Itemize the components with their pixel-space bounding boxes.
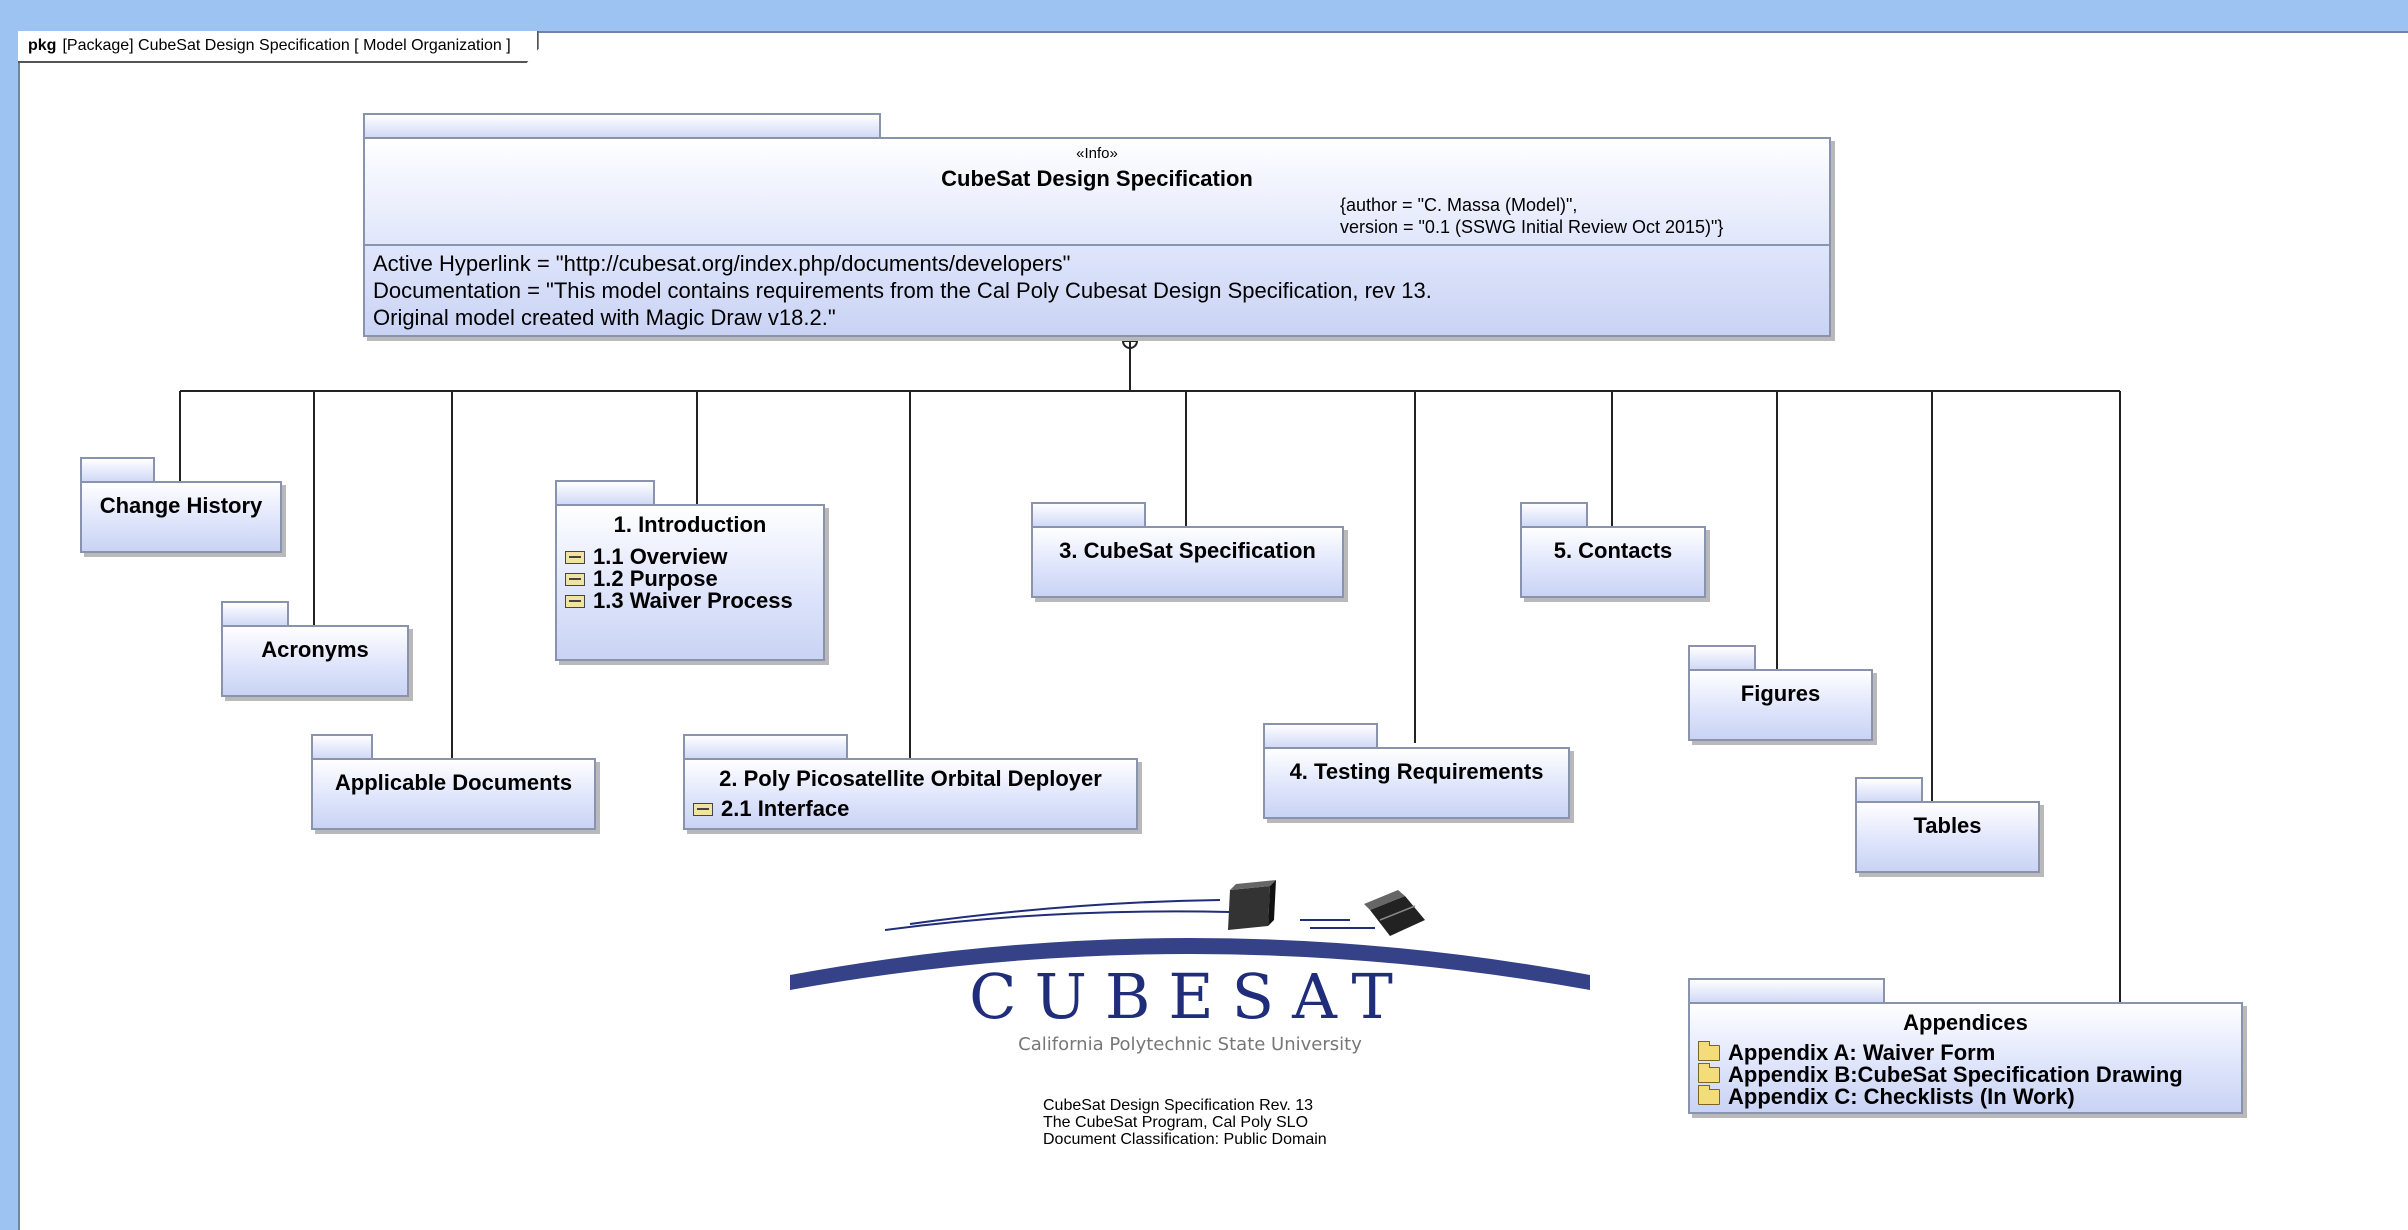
- package-name: 4. Testing Requirements: [1289, 759, 1544, 784]
- package-name: Figures: [1740, 681, 1821, 706]
- footer-line: The CubeSat Program, Cal Poly SLO: [1043, 1114, 1309, 1131]
- package-name: Tables: [1913, 813, 1982, 838]
- package-name: Appendices: [1903, 1010, 2028, 1035]
- package-ppod[interactable]: 2. Poly Picosatellite Orbital Deployer 2…: [683, 758, 1138, 830]
- package-name: 2. Poly Picosatellite Orbital Deployer: [719, 766, 1102, 791]
- appendix-label: Appendix C: Checklists (In Work): [1728, 1084, 2075, 1109]
- section-item[interactable]: 1.2 Purpose: [565, 568, 823, 590]
- section-item[interactable]: 1.1 Overview: [565, 546, 823, 568]
- info-tags: {author = "C. Massa (Model)", version = …: [1340, 194, 1723, 238]
- package-change-history[interactable]: Change History: [80, 481, 282, 553]
- section-label: 1.2 Purpose: [593, 566, 718, 591]
- element-icon: [693, 802, 713, 816]
- element-icon: [565, 572, 585, 586]
- package-appendices[interactable]: Appendices Appendix A: Waiver Form Appen…: [1688, 1002, 2243, 1114]
- appendix-label: Appendix A: Waiver Form: [1728, 1040, 1996, 1065]
- satellite-icon: [1228, 880, 1276, 930]
- frame-kind: pkg: [28, 37, 57, 54]
- package-contacts[interactable]: 5. Contacts: [1520, 526, 1706, 598]
- appendix-label: Appendix B:CubeSat Specification Drawing: [1728, 1062, 2183, 1087]
- package-name: 5. Contacts: [1553, 538, 1673, 563]
- appendix-item[interactable]: Appendix C: Checklists (In Work): [1698, 1084, 2241, 1109]
- diagram-footer: CubeSat Design Specification Rev. 13 The…: [1043, 1097, 1327, 1148]
- section-label: 1.3 Waiver Process: [593, 588, 793, 613]
- info-prop-documentation: Documentation = "This model contains req…: [373, 278, 1432, 303]
- info-stereotype: «Info»: [1076, 145, 1118, 162]
- info-prop-documentation-cont: Original model created with Magic Draw v…: [373, 305, 836, 330]
- package-testing-requirements[interactable]: 4. Testing Requirements: [1263, 747, 1570, 819]
- appendix-item[interactable]: Appendix B:CubeSat Specification Drawing: [1698, 1062, 2241, 1087]
- package-tab: [1688, 645, 1756, 672]
- footer-line: Document Classification: Public Domain: [1043, 1131, 1327, 1148]
- package-contents: 2.1 Interface: [693, 798, 1136, 820]
- info-package[interactable]: «Info» CubeSat Design Specification {aut…: [363, 137, 1831, 337]
- package-contents: 1.1 Overview 1.2 Purpose 1.3 Waiver Proc…: [565, 546, 823, 612]
- package-tab: [80, 457, 155, 484]
- package-tab: [1263, 723, 1378, 750]
- section-label: 1.1 Overview: [593, 544, 728, 569]
- info-tag-line: {author = "C. Massa (Model)",: [1340, 195, 1578, 215]
- diagram-frame-label: pkg [Package] CubeSat Design Specificatio…: [18, 31, 539, 63]
- logo-subtitle: California Polytechnic State University: [1018, 1034, 1362, 1055]
- package-tab: [683, 734, 848, 761]
- section-item[interactable]: 1.3 Waiver Process: [565, 590, 823, 612]
- folder-icon: [1698, 1063, 1720, 1083]
- package-name: Acronyms: [261, 637, 369, 662]
- satellite-icon: [1364, 890, 1425, 936]
- package-name: 3. CubeSat Specification: [1059, 538, 1316, 563]
- folder-icon: [1698, 1085, 1720, 1105]
- element-icon: [565, 550, 585, 564]
- info-tag-line: version = "0.1 (SSWG Initial Review Oct …: [1340, 217, 1724, 237]
- package-name: Change History: [99, 493, 263, 518]
- package-name: 1. Introduction: [613, 512, 767, 537]
- info-separator: [365, 244, 1829, 246]
- appendix-item[interactable]: Appendix A: Waiver Form: [1698, 1040, 2241, 1065]
- package-tab: [311, 734, 373, 761]
- package-tab: [1855, 777, 1923, 804]
- frame-title: [Package] CubeSat Design Specification […: [62, 37, 511, 54]
- section-item[interactable]: 2.1 Interface: [693, 798, 1136, 820]
- package-introduction[interactable]: 1. Introduction 1.1 Overview 1.2 Purpose…: [555, 504, 825, 661]
- info-package-tab: [363, 113, 881, 140]
- element-icon: [565, 594, 585, 608]
- package-tables[interactable]: Tables: [1855, 801, 2040, 873]
- info-title: CubeSat Design Specification: [941, 166, 1253, 191]
- package-name: Applicable Documents: [334, 770, 573, 795]
- logo-wordmark: CUBESAT: [969, 960, 1411, 1033]
- package-applicable-documents[interactable]: Applicable Documents: [311, 758, 596, 830]
- footer-line: CubeSat Design Specification Rev. 13: [1043, 1097, 1314, 1114]
- info-prop-hyperlink: Active Hyperlink = "http://cubesat.org/i…: [373, 251, 1071, 276]
- package-tab: [1520, 502, 1588, 529]
- package-cubesat-specification[interactable]: 3. CubeSat Specification: [1031, 526, 1344, 598]
- package-acronyms[interactable]: Acronyms: [221, 625, 409, 697]
- package-tab: [1688, 978, 1885, 1005]
- package-tab: [1031, 502, 1146, 529]
- info-properties: Active Hyperlink = "http://cubesat.org/i…: [373, 250, 1432, 331]
- folder-icon: [1698, 1041, 1720, 1061]
- package-figures[interactable]: Figures: [1688, 669, 1873, 741]
- package-tab: [221, 601, 289, 628]
- cubesat-logo: CUBESAT California Polytechnic State Uni…: [790, 880, 1590, 1055]
- package-contents: Appendix A: Waiver Form Appendix B:CubeS…: [1698, 1040, 2241, 1109]
- package-tab: [555, 480, 655, 507]
- section-label: 2.1 Interface: [721, 796, 850, 821]
